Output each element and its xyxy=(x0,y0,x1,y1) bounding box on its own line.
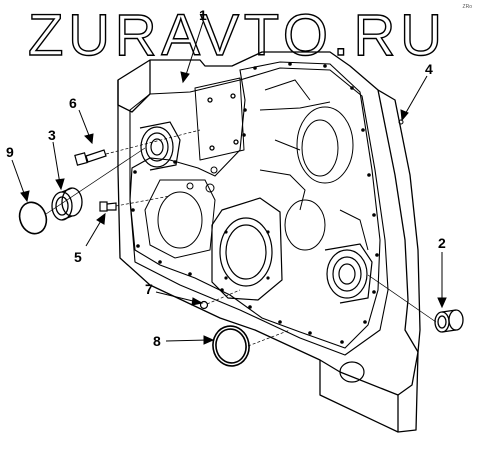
bolt-6 xyxy=(74,149,107,166)
housing-cavities xyxy=(144,79,369,259)
watermark-text: ZURAVTO.RU xyxy=(28,3,442,68)
callout-2: 2 xyxy=(438,235,446,251)
callout-leaders xyxy=(11,21,447,345)
callout-9: 9 xyxy=(6,144,14,160)
callout-6: 6 xyxy=(69,95,77,111)
callout-7: 7 xyxy=(145,281,153,297)
corner-mark: ZRo xyxy=(462,4,472,10)
bearing-2 xyxy=(434,309,464,333)
bearing-3 xyxy=(51,187,83,221)
callout-1: 1 xyxy=(199,7,207,23)
callout-4: 4 xyxy=(425,61,433,77)
lower-right-bore xyxy=(324,243,373,383)
callout-labels: 1 2 3 4 5 6 7 8 9 xyxy=(6,7,446,349)
dowel-4 xyxy=(398,119,404,125)
plug-7 xyxy=(199,300,209,310)
o-ring-8 xyxy=(212,325,250,367)
plug-5 xyxy=(99,201,117,212)
upper-left-bore xyxy=(139,121,181,171)
crank-bore xyxy=(211,197,283,301)
gear-housing xyxy=(117,51,421,433)
assembly-lines xyxy=(45,129,437,347)
o-ring-9 xyxy=(18,201,48,235)
housing-gasket-outline xyxy=(129,61,381,349)
callout-3: 3 xyxy=(48,127,56,143)
idler-bosses xyxy=(186,166,218,193)
callout-8: 8 xyxy=(153,333,161,349)
callout-5: 5 xyxy=(74,249,82,265)
